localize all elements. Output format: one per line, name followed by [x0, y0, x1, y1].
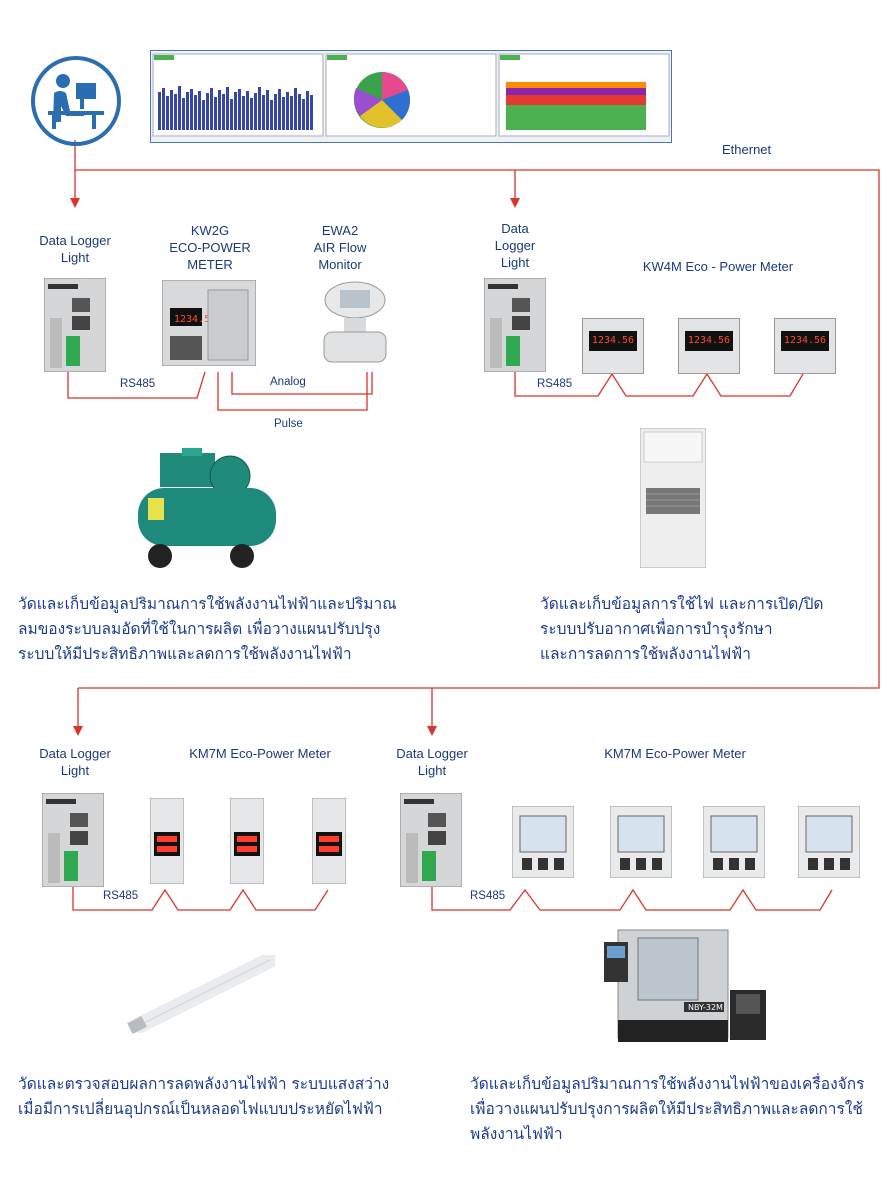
- data-logger-device: [42, 793, 104, 887]
- rs485-label: RS485: [103, 890, 139, 902]
- meter-display: 1234.56: [685, 331, 733, 351]
- svg-text:1234.5: 1234.5: [174, 314, 210, 325]
- bottom-right-description: วัดและเก็บข้อมูลปริมาณการใช้พลังงานไฟฟ้า…: [470, 1075, 865, 1143]
- pulse-label: Pulse: [274, 418, 303, 430]
- km7m-din-meter: [312, 798, 346, 884]
- data-logger-device: [44, 278, 106, 372]
- km7m-panel-meter: [610, 806, 672, 878]
- km7m-din-meter: [150, 798, 184, 884]
- kw4m-meter: 1234.56: [582, 318, 644, 374]
- led-tube-image: [127, 955, 275, 1034]
- meter-display: 1234.56: [589, 331, 637, 351]
- data-logger-device: [484, 278, 546, 372]
- cnc-machine-image: NBY-32M: [604, 929, 766, 1042]
- air-conditioner-image: [640, 428, 706, 568]
- machine-model-label: NBY-32M: [688, 1003, 723, 1012]
- monitoring-software-screenshot: [150, 50, 672, 143]
- ewa2-flow-monitor-device: [323, 281, 387, 363]
- km7m-label: KM7M Eco-Power Meter: [604, 746, 746, 761]
- km7m-panel-meter: [703, 806, 765, 878]
- rs485-label: RS485: [470, 890, 506, 902]
- analog-label: Analog: [270, 376, 306, 388]
- km7m-label: KM7M Eco-Power Meter: [189, 746, 331, 761]
- km7m-din-meter: [230, 798, 264, 884]
- kw4m-meter: 1234.56: [678, 318, 740, 374]
- km7m-panel-meter: [512, 806, 574, 878]
- kw4m-label: KW4M Eco - Power Meter: [642, 259, 794, 274]
- rs485-label: RS485: [120, 378, 156, 390]
- rs485-label: RS485: [537, 378, 573, 390]
- top-right-description: วัดและเก็บข้อมูลการใช้ไฟ และการเปิด/ปิด …: [540, 595, 824, 663]
- kw4m-meter: 1234.56: [774, 318, 836, 374]
- meter-display: 1234.56: [781, 331, 829, 351]
- km7m-panel-meter: [798, 806, 860, 878]
- air-compressor-image: [138, 448, 276, 568]
- bottom-left-description: วัดและตรวจสอบผลการลดพลังงานไฟฟ้า ระบบแสง…: [18, 1075, 390, 1118]
- operator-computer-icon: [31, 56, 121, 146]
- ethernet-label: Ethernet: [722, 142, 772, 157]
- top-left-description: วัดและเก็บข้อมูลปริมาณการใช้พลังงานไฟฟ้า…: [18, 595, 397, 663]
- kw2g-meter-device: 1234.5: [162, 280, 256, 366]
- data-logger-device: [400, 793, 462, 887]
